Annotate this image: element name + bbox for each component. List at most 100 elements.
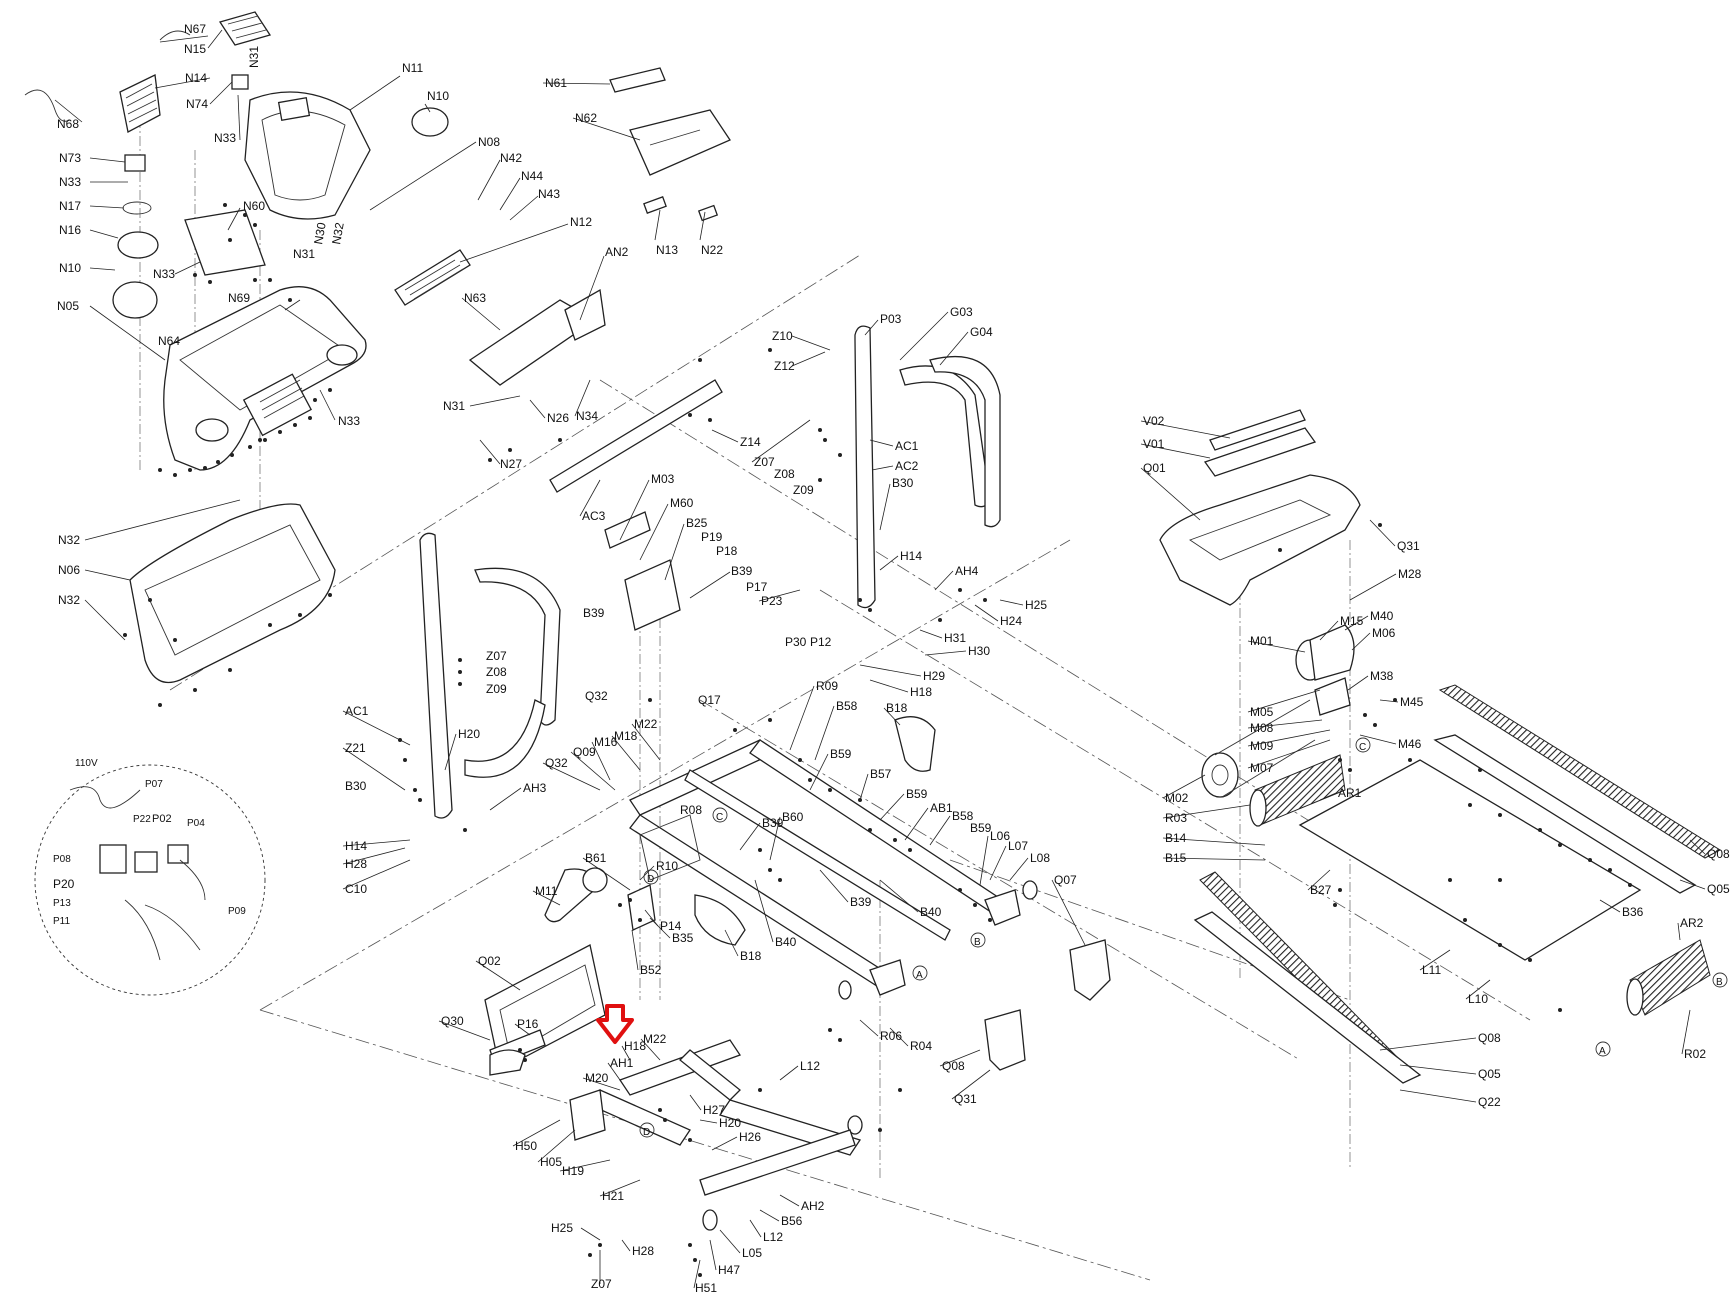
label-R06: R06: [880, 1029, 902, 1043]
screw-fastener: [818, 428, 822, 432]
screw-fastener: [958, 888, 962, 892]
label-N32-b: N32: [58, 533, 80, 547]
leader-line: [711, 1136, 738, 1151]
screw-fastener: [988, 918, 992, 922]
label-Q32-b: Q32: [545, 756, 568, 770]
leader-line: [479, 439, 501, 465]
label-AC1-a: AC1: [895, 439, 919, 453]
screw-fastener: [898, 1088, 902, 1092]
leader-line: [859, 773, 869, 801]
screw-fastener: [908, 848, 912, 852]
screw-fastener: [758, 848, 762, 852]
screw-fastener: [1463, 918, 1467, 922]
leader-line: [1162, 857, 1266, 861]
screw-fastener: [1498, 813, 1502, 817]
label-P07: P07: [145, 779, 163, 790]
label-N15: N15: [184, 42, 206, 56]
screw-fastener: [293, 423, 297, 427]
leader-line: [789, 685, 815, 751]
main-frame: [629, 716, 1111, 1231]
leader-line: [579, 479, 601, 517]
upright-frame: [419, 288, 1001, 819]
label-P16: P16: [517, 1017, 539, 1031]
leader-line: [591, 741, 611, 781]
label-G03: G03: [950, 305, 973, 319]
leader-line: [759, 1209, 780, 1222]
screw-fastener: [1373, 723, 1377, 727]
label-M45: M45: [1400, 695, 1424, 709]
screw-fastener: [253, 223, 257, 227]
label-N31: N31: [247, 46, 261, 68]
leader-line: [754, 879, 774, 943]
label-N16: N16: [59, 223, 81, 237]
label-Q05-b: Q05: [1478, 1067, 1501, 1081]
label-N32-a: N32: [329, 221, 347, 245]
label-P09: P09: [228, 906, 246, 917]
callout-D-1: D: [647, 874, 654, 885]
leader-line: [284, 299, 301, 311]
label-L06: L06: [990, 829, 1010, 843]
screw-fastener: [1528, 958, 1532, 962]
leader-line: [542, 762, 601, 791]
leader-line: [607, 1062, 621, 1081]
leader-line: [1359, 734, 1397, 745]
label-AC2: AC2: [895, 459, 919, 473]
label-B36: B36: [1622, 905, 1644, 919]
label-P23: P23: [761, 594, 783, 608]
label-Q17: Q17: [698, 693, 721, 707]
label-N22: N22: [701, 243, 723, 257]
screw-fastener: [858, 598, 862, 602]
label-P14: P14: [660, 919, 682, 933]
label-Z09-a: Z09: [793, 483, 814, 497]
label-AH3: AH3: [523, 781, 547, 795]
label-M20: M20: [585, 1071, 609, 1085]
label-Q07: Q07: [1054, 873, 1077, 887]
leader-line: [974, 604, 999, 622]
leader-line: [871, 465, 894, 471]
leader-line: [319, 389, 336, 421]
leader-line: [174, 261, 201, 275]
screw-fastener: [1333, 903, 1337, 907]
screw-fastener: [1338, 758, 1342, 762]
screw-fastener: [768, 718, 772, 722]
leader-line: [1689, 839, 1706, 855]
screw-fastener: [258, 438, 262, 442]
leader-line: [342, 710, 411, 746]
screw-fastener: [688, 1243, 692, 1247]
electrical-inset: [34, 764, 266, 996]
screw-fastener: [828, 1028, 832, 1032]
leader-line: [791, 351, 826, 367]
leader-line: [619, 479, 650, 541]
leader-line: [879, 483, 891, 531]
leader-line: [54, 99, 83, 123]
leader-line: [929, 815, 951, 846]
label-AH2: AH2: [801, 1199, 825, 1213]
leader-line: [84, 499, 241, 541]
label-P03: P03: [880, 312, 902, 326]
screw-fastener: [1468, 803, 1472, 807]
leader-line: [919, 629, 943, 639]
label-H18: H18: [910, 685, 932, 699]
label-Q08-b: Q08: [1707, 847, 1730, 861]
leader-line: [664, 523, 685, 581]
leader-line: [1679, 879, 1706, 890]
label-Q02: Q02: [478, 954, 501, 968]
leader-line: [979, 835, 989, 886]
leader-line: [621, 1239, 631, 1252]
screw-fastener: [838, 453, 842, 457]
leader-line: [1319, 792, 1337, 801]
leader-line: [869, 439, 894, 447]
screw-fastener: [558, 438, 562, 442]
screw-fastener: [268, 278, 272, 282]
label-Z08-b: Z08: [486, 665, 507, 679]
screw-fastener: [1378, 523, 1382, 527]
label-M01: M01: [1250, 634, 1274, 648]
fasteners: [123, 203, 1632, 1277]
leader-line: [1247, 640, 1306, 653]
leader-line: [342, 747, 406, 791]
leader-line: [1379, 1037, 1477, 1051]
leader-line: [899, 311, 949, 361]
label-B25: B25: [686, 516, 708, 530]
label-B15: B15: [1165, 851, 1187, 865]
label-M02: M02: [1165, 791, 1189, 805]
